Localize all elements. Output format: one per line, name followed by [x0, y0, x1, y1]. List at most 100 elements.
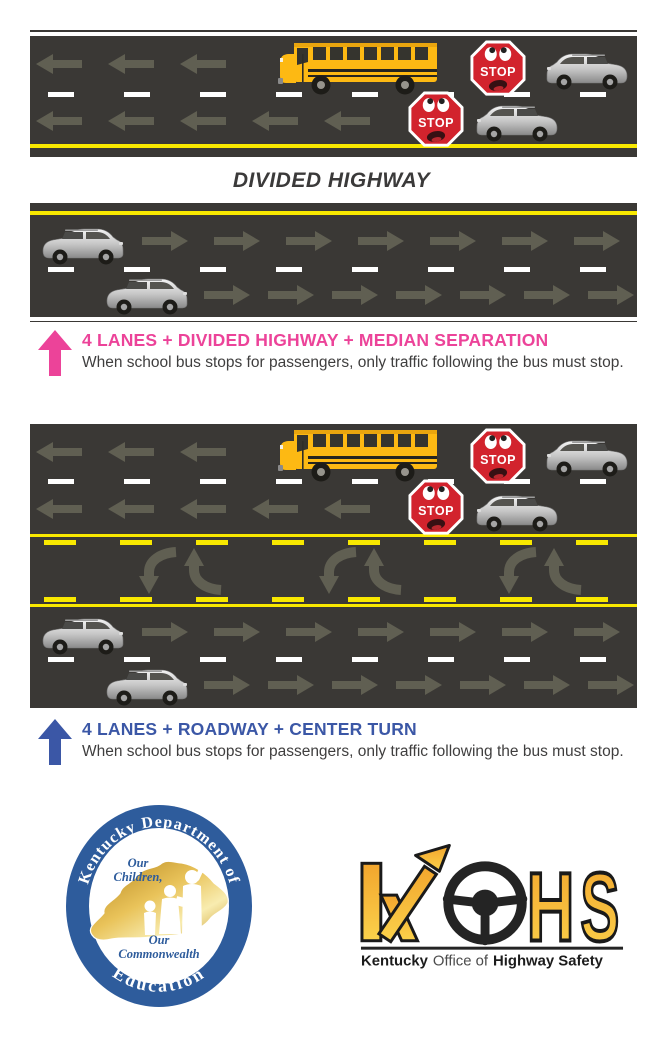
stop-sign-icon: STOP: [470, 40, 526, 96]
lane-arrow-right-icon: [332, 674, 378, 696]
stop-sign-label: STOP: [480, 65, 516, 79]
lane-arrow-right-icon: [142, 621, 188, 643]
white-dashed-divider: [30, 92, 637, 97]
lane-center-turn: [30, 545, 637, 597]
lane-arrow-right-icon: [214, 230, 260, 252]
center-turn-arrows-icon: [130, 545, 225, 597]
median-strip: [30, 148, 637, 157]
lane-arrow-left-icon: [324, 110, 370, 131]
lane-arrow-left-icon: [324, 499, 370, 519]
lane-arrow-right-icon: [524, 674, 570, 696]
lane-arrow-left-icon: [180, 441, 226, 462]
road-center-turn: STOP STOP: [30, 420, 637, 712]
lane-arrow-left-icon: [180, 499, 226, 519]
road-divided-opposite-side: [30, 203, 637, 322]
lane-arrow-right-icon: [460, 284, 506, 306]
caption-subtitle: When school bus stops for passengers, on…: [82, 354, 624, 371]
car-icon: [42, 618, 124, 655]
center-turn-arrows-icon: [490, 545, 585, 597]
lane-right-2: [30, 272, 637, 317]
lane-arrow-left-icon: [36, 441, 82, 462]
lane-arrow-left-icon: [252, 499, 298, 519]
lane-arrow-left-icon: [36, 110, 82, 131]
white-dashed-divider: [30, 267, 637, 272]
lane-arrow-right-icon: [460, 674, 506, 696]
kohs-underline: [360, 946, 624, 950]
lane-arrow-right-icon: [588, 284, 634, 306]
lane-arrow-right-icon: [430, 230, 476, 252]
yellow-median-line: [30, 211, 637, 215]
yellow-median-line: [30, 144, 637, 148]
lane-arrow-right-icon: [574, 621, 620, 643]
lane-arrow-right-icon: [430, 621, 476, 643]
caption-title: 4 LANES + DIVIDED HIGHWAY + MEDIAN SEPAR…: [82, 330, 549, 350]
yellow-solid-line: [30, 534, 637, 537]
lane-arrow-right-icon: [502, 230, 548, 252]
lane-left-1: STOP: [30, 424, 637, 484]
yellow-dashed-line: [30, 540, 637, 545]
lane-arrow-left-icon: [36, 499, 82, 519]
lane-right-1: [30, 607, 637, 657]
lane-arrow-left-icon: [180, 54, 226, 74]
road-shoulder: [30, 321, 637, 322]
car-icon: [544, 49, 632, 91]
lane-arrow-right-icon: [286, 230, 332, 252]
lane-arrow-left-icon: [108, 110, 154, 131]
lane-arrow-right-icon: [502, 621, 548, 643]
poster-background: { "colors": { "road": "#3a3835", "road_a…: [0, 30, 663, 1054]
lane-arrow-right-icon: [396, 674, 442, 696]
lane-arrow-left-icon: [108, 499, 154, 519]
lane-arrow-right-icon: [214, 621, 260, 643]
lane-arrow-right-icon: [396, 284, 442, 306]
car-icon: [106, 278, 188, 315]
caption-subtitle: When school bus stops for passengers, on…: [82, 743, 624, 760]
median-strip: [30, 203, 637, 211]
center-turn-arrows-icon: [310, 545, 405, 597]
lane-arrow-right-icon: [204, 284, 250, 306]
lane-arrow-right-icon: [332, 284, 378, 306]
kohs-letter-k-arrow-icon: [360, 843, 451, 944]
lane-arrow-right-icon: [204, 674, 250, 696]
lane-arrow-right-icon: [588, 674, 634, 696]
lane-arrow-right-icon: [142, 230, 188, 252]
car-icon: [106, 669, 188, 706]
lane-arrow-left-icon: [36, 54, 82, 74]
lane-arrow-left-icon: [108, 54, 154, 74]
white-dashed-divider: [30, 479, 637, 484]
white-edge-line: [30, 420, 637, 424]
lane-arrow-right-icon: [286, 621, 332, 643]
caption-median-separation: 4 LANES + DIVIDED HIGHWAY + MEDIAN SEPAR…: [38, 330, 663, 376]
up-arrow-icon: [38, 330, 72, 376]
school-bus-icon: [278, 430, 437, 482]
white-dashed-divider: [30, 657, 637, 662]
caption-text-block: 4 LANES + DIVIDED HIGHWAY + MEDIAN SEPAR…: [82, 330, 624, 372]
caption-text-block: 4 LANES + ROADWAY + CENTER TURN When sch…: [82, 719, 624, 761]
stop-sign-icon: STOP: [470, 428, 526, 484]
lane-arrow-right-icon: [268, 674, 314, 696]
car-icon: [474, 491, 562, 533]
kohs-letter-h: H: [527, 853, 575, 962]
stop-sign-label: STOP: [480, 452, 516, 466]
stop-sign-icon: STOP: [408, 479, 464, 535]
caption-title: 4 LANES + ROADWAY + CENTER TURN: [82, 719, 417, 739]
lane-left-1: STOP: [30, 36, 637, 96]
road-divided-bus-side: STOP STOP: [30, 30, 637, 157]
stop-sign-label: STOP: [418, 115, 454, 129]
car-icon: [474, 101, 562, 143]
lane-arrow-left-icon: [180, 110, 226, 131]
family-silhouette-icon: [144, 865, 205, 935]
lane-arrow-right-icon: [358, 230, 404, 252]
stop-sign-icon: STOP: [408, 91, 464, 147]
up-arrow-icon: [38, 719, 72, 765]
white-edge-line: [30, 708, 637, 712]
car-icon: [42, 228, 124, 265]
kohs-letter-s: S: [580, 852, 619, 961]
divided-highway-title: DIVIDED HIGHWAY: [232, 169, 431, 192]
stop-sign-label: STOP: [418, 504, 454, 518]
lane-arrow-right-icon: [358, 621, 404, 643]
